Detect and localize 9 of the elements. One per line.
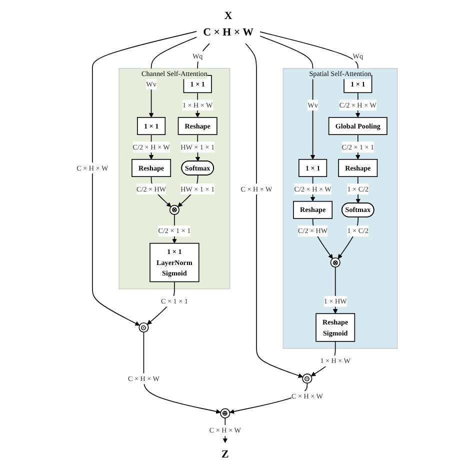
arrow: [356, 176, 360, 204]
node-label: C × H × W: [203, 26, 254, 38]
node-text: X: [224, 10, 232, 22]
arrow: [260, 36, 316, 160]
arrow: [245, 43, 304, 378]
arrow: [338, 216, 359, 259]
arrow: [143, 332, 221, 414]
arrow: [332, 266, 338, 314]
node-text: Z: [222, 448, 229, 460]
